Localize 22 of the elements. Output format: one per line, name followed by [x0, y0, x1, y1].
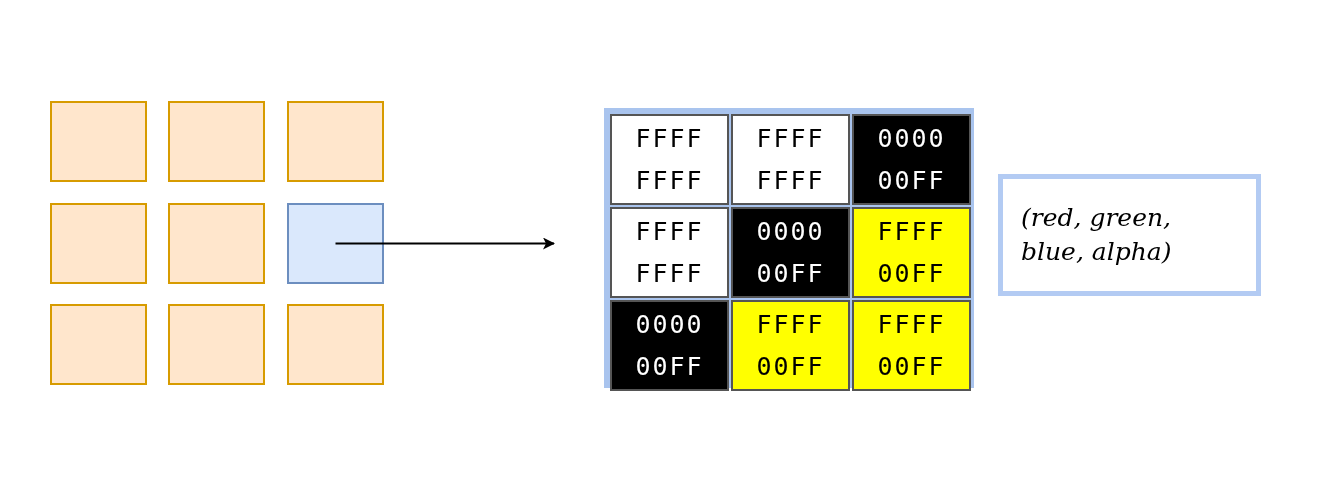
pixel-square	[168, 101, 265, 182]
pixel-value: 0000 00FF	[610, 300, 729, 391]
pixel-square	[50, 203, 147, 284]
note-box	[998, 174, 1261, 296]
pixel-square	[50, 101, 147, 182]
pixel-square	[168, 304, 265, 385]
pixel-square	[50, 304, 147, 385]
pixel-square	[168, 203, 265, 284]
arrow	[334, 237, 555, 250]
pixel-value: 0000 00FF	[852, 114, 971, 205]
pixel-value: FFFF 00FF	[852, 300, 971, 391]
value-grid	[604, 108, 974, 388]
pixel-square	[287, 304, 384, 385]
pixel-value: 0000 00FF	[731, 207, 850, 298]
pixel-value: FFFF FFFF	[731, 114, 850, 205]
pixel-value: FFFF 00FF	[852, 207, 971, 298]
pixel-square	[287, 101, 384, 182]
selected-pixel-square	[287, 203, 384, 284]
channel-order-text: (red, green, blue, alpha)	[1021, 202, 1173, 268]
pixel-value: FFFF FFFF	[610, 114, 729, 205]
pixel-value: FFFF FFFF	[610, 207, 729, 298]
pixel-value: FFFF 00FF	[731, 300, 850, 391]
